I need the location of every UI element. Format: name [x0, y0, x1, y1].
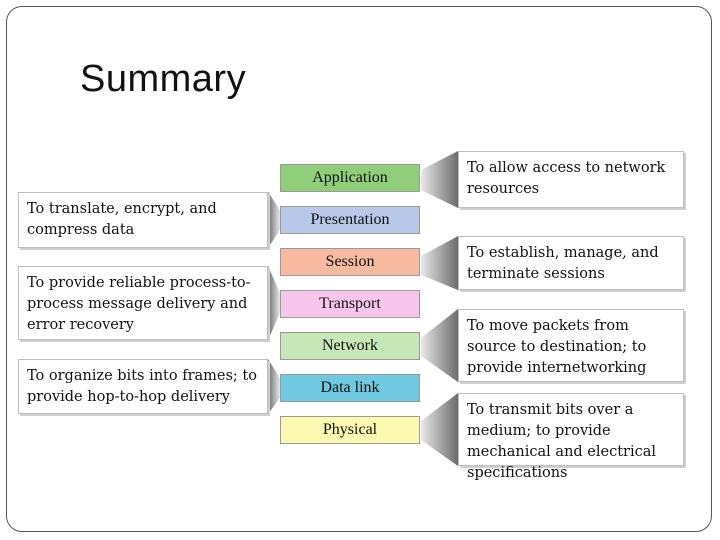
wedge-presentation: [268, 192, 280, 248]
layer-data-link: Data link: [280, 374, 420, 402]
wedge-application: [421, 151, 458, 208]
desc-application: To allow access to network resources: [458, 151, 684, 208]
desc-physical: To transmit bits over a medium; to provi…: [458, 393, 684, 481]
layer-physical: Physical: [280, 416, 420, 444]
layer-network: Network: [280, 332, 420, 360]
layer-transport: Transport: [280, 290, 420, 318]
layer-session: Session: [280, 248, 420, 276]
layer-application: Application: [280, 164, 420, 192]
slide-frame: [6, 6, 712, 532]
wedge-network: [421, 309, 458, 382]
wedge-data-link: [268, 359, 280, 414]
desc-session: To establish, manage, and terminate sess…: [458, 236, 684, 290]
desc-network: To move packets from source to destinati…: [458, 309, 684, 382]
wedge-transport: [268, 266, 280, 340]
desc-transport: To provide reliable process-to-process m…: [18, 266, 268, 340]
desc-presentation: To translate, encrypt, and compress data: [18, 192, 268, 248]
wedge-session: [421, 236, 458, 290]
layer-presentation: Presentation: [280, 206, 420, 234]
desc-data-link: To organize bits into frames; to provide…: [18, 359, 268, 414]
wedge-physical: [421, 393, 458, 466]
slide-title: Summary: [80, 58, 247, 100]
